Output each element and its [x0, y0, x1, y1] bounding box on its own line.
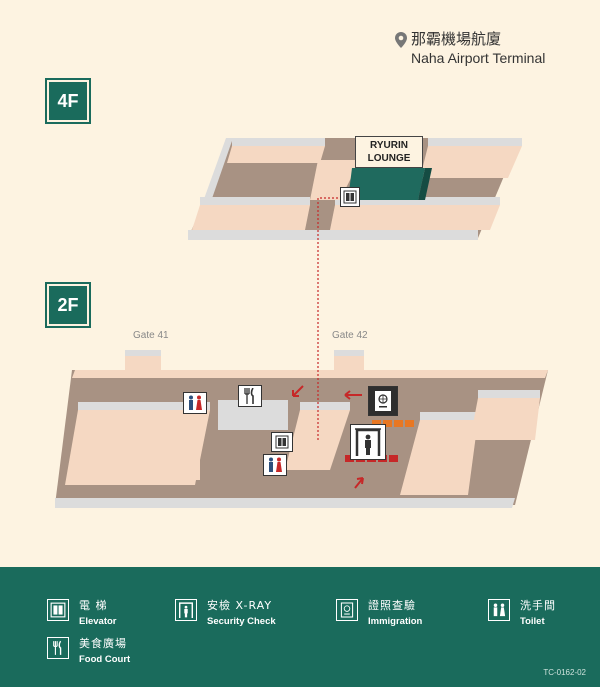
floor-4f-wall-top: [232, 138, 325, 146]
legend-item-food-court: 美食廣場 Food Court: [47, 635, 130, 665]
legend-item-security-check: 安檢 X-RAY Security Check: [175, 597, 276, 627]
legend-label-zh: 證照查驗: [368, 599, 416, 612]
floor-4f-corridor-bottom: [192, 205, 310, 230]
floor-4f-wall-right-top: [428, 138, 522, 146]
document-code: TC-0162-02: [543, 668, 586, 677]
security-check-icon: [175, 599, 197, 621]
floor-2f-right-wing: [470, 398, 540, 440]
floor-2f-right-hall: [400, 420, 478, 495]
floor-4f-corridor-bottom-right: [330, 205, 500, 230]
ryurin-lounge-label: RYURIN LOUNGE: [355, 136, 423, 168]
food-court-icon: [47, 637, 69, 659]
floor-2f-plan: [55, 350, 548, 508]
legend-label-zh: 安檢 X-RAY: [207, 599, 273, 612]
lounge-block-side: [348, 168, 425, 200]
floor-2f-rim-bottom: [55, 498, 515, 508]
legend-item-immigration: 證照查驗 Immigration: [336, 597, 422, 627]
route-arrow-left: [344, 390, 362, 400]
floor-2f-corridor-top: [72, 370, 548, 378]
floor-2f-left-block: [105, 425, 200, 480]
location-name-zh: 那霸機場航廈: [411, 30, 502, 48]
gate-42-floor: [334, 356, 364, 370]
floor-badge-2f: 2F: [45, 282, 91, 328]
legend-label-zh: 洗手間: [520, 599, 556, 612]
legend-item-toilet: 洗手間 Toilet: [488, 597, 556, 627]
gate-41-label: Gate 41: [133, 330, 169, 341]
floor-badge-4f: 4F: [45, 78, 91, 124]
elevator-route-line: [317, 197, 340, 440]
floor-2f-right-hall-wall: [420, 412, 478, 420]
floor-4f-wall-bottom-left: [200, 197, 310, 205]
lounge-name-line2: LOUNGE: [367, 153, 411, 164]
legend-label-zh: 美食廣場: [79, 637, 127, 650]
floor-4f-rim-bottom: [188, 230, 478, 240]
route-arrow-diag-left: [292, 385, 304, 397]
floor-4f-corridor-top: [227, 146, 325, 163]
gate-42-label: Gate 42: [332, 330, 368, 341]
legend-label-en: Food Court: [79, 654, 131, 665]
gate-41-floor: [125, 356, 161, 370]
floor-4f-corridor-mid: [310, 160, 360, 200]
security-lanes-orange: [372, 420, 414, 427]
lounge-name-line1: RYURIN: [370, 140, 408, 151]
floor-2f-center-wall: [300, 402, 350, 410]
toilet-icon: [488, 599, 510, 621]
airport-map: 那霸機場航廈 Naha Airport Terminal 4F 2F Gate …: [45, 30, 548, 508]
floor-2f-left-hall-wall: [78, 402, 210, 410]
legend-item-elevator: 電 梯 Elevator: [47, 597, 117, 627]
passport-icon: [368, 386, 398, 416]
legend-label-en: Immigration: [368, 616, 423, 627]
floorplan-svg: [55, 138, 548, 508]
floor-2f-right-wing-wall: [478, 390, 540, 398]
legend-label-en: Toilet: [520, 616, 545, 627]
floor-4f-wall-left: [200, 138, 233, 210]
security-check-icon: [350, 424, 386, 460]
legend-panel: 電 梯 Elevator 安檢 X-RAY Security Check 證照查…: [0, 567, 600, 687]
toilet-icon: [263, 454, 287, 476]
elevator-icon: [271, 432, 293, 452]
lounge-block-top: [418, 168, 432, 200]
elevator-icon: [340, 187, 360, 207]
legend-label-en: Security Check: [207, 616, 276, 627]
food-court-icon: [238, 385, 262, 407]
floor-4f-corridor-right: [420, 146, 522, 178]
toilet-icon: [183, 392, 207, 414]
map-pin-icon: [395, 32, 407, 48]
route-arrow-up: [354, 477, 364, 489]
legend-label-en: Elevator: [79, 616, 117, 627]
legend-label-zh: 電 梯: [79, 599, 108, 612]
passport-icon: [336, 599, 358, 621]
location-name-en: Naha Airport Terminal: [411, 50, 546, 66]
elevator-icon: [47, 599, 69, 621]
